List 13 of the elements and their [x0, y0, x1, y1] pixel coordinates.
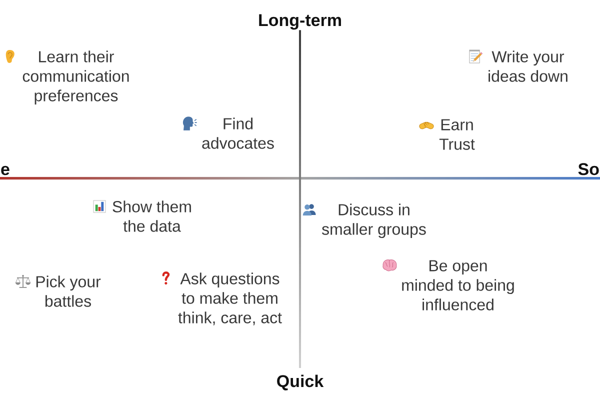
- axis-label: So: [578, 163, 599, 176]
- tip-text: Be open minded to being influenced: [402, 260, 514, 310]
- tip-text: Show them the data: [112, 200, 191, 232]
- tip-text: Learn their communication preferences: [22, 50, 129, 105]
- tip-text: Find advocates: [202, 118, 274, 149]
- tip-text: Write your ideas down: [488, 50, 568, 82]
- tip-text: Pick your battles: [36, 276, 101, 307]
- axis-label: e: [1, 166, 10, 176]
- axis-label: Quick: [277, 374, 324, 390]
- tip-text: Ask questions to make them think, care, act: [178, 272, 282, 326]
- tip-text: Discuss in smaller groups: [322, 204, 426, 238]
- tip-text: Earn Trust: [439, 119, 475, 150]
- axis-label: Long-term: [259, 14, 341, 30]
